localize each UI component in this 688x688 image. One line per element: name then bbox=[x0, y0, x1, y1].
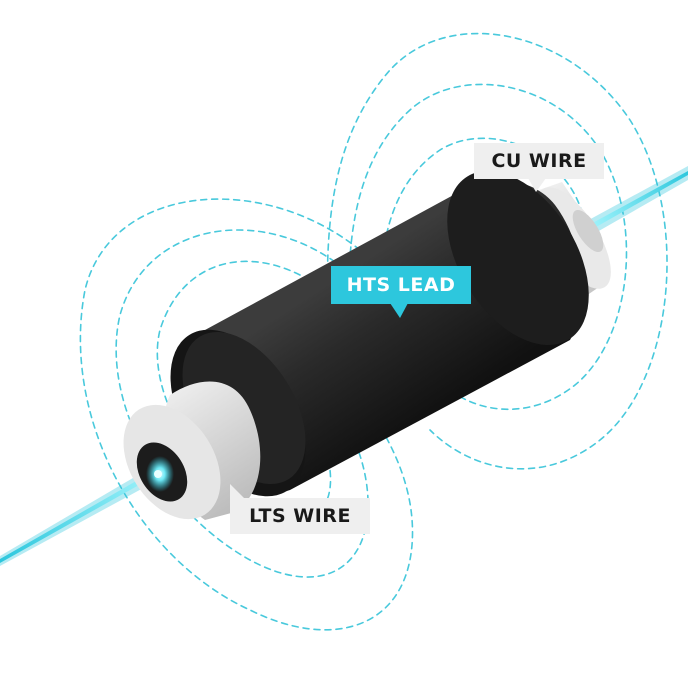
field-line-left-middle bbox=[115, 229, 369, 578]
lts-wire-core bbox=[0, 472, 155, 563]
cu-wire-label-pointer bbox=[528, 178, 546, 192]
hts-lead-label-pointer bbox=[390, 303, 408, 318]
field-line-left-outer bbox=[79, 198, 414, 631]
cu-wire-label: CU WIRE bbox=[474, 143, 604, 179]
lts-sleeve bbox=[123, 381, 261, 520]
lts-wire bbox=[0, 468, 158, 566]
hts-lead-label: HTS LEAD bbox=[331, 266, 471, 304]
cu-wire bbox=[585, 166, 688, 236]
field-line-right-outer bbox=[326, 32, 668, 470]
cu-wire-core bbox=[587, 171, 688, 231]
lts-wire-label: LTS WIRE bbox=[230, 498, 370, 534]
